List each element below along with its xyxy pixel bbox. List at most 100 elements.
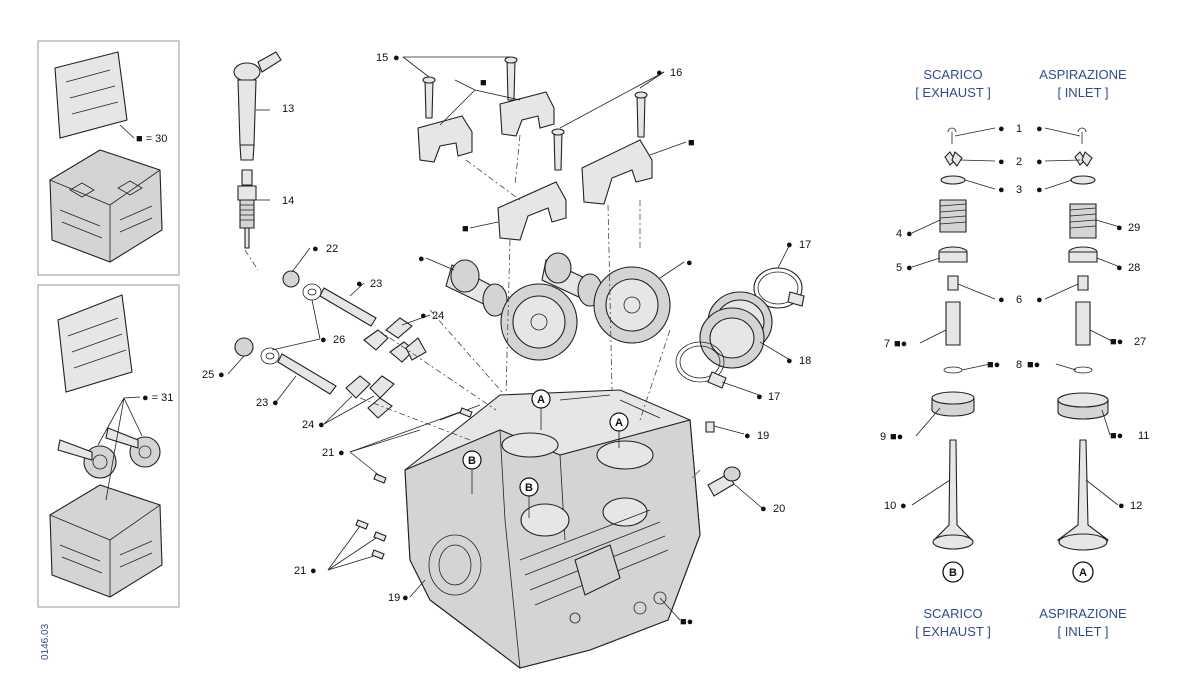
callout-26: 26 bbox=[333, 334, 345, 346]
camshaft-cap-bolts bbox=[422, 56, 648, 171]
svg-text:●: ● bbox=[998, 123, 1005, 135]
callout-leaders bbox=[227, 56, 1121, 621]
callout-6: 6 bbox=[1016, 294, 1022, 306]
kit-label-31: ● = 31 bbox=[142, 392, 173, 404]
svg-text:●: ● bbox=[402, 592, 409, 604]
svg-text:●: ● bbox=[906, 228, 913, 240]
callout-19-b: 19 bbox=[388, 592, 400, 604]
callout-27: 27 bbox=[1134, 336, 1146, 348]
callout-28: 28 bbox=[1128, 262, 1140, 274]
cylinder-head bbox=[404, 389, 701, 669]
title-exhaust-top-en: [ EXHAUST ] bbox=[915, 85, 991, 100]
circle-letter-B-2: B bbox=[519, 477, 539, 518]
svg-text:A: A bbox=[1079, 567, 1087, 579]
callout-3: 3 bbox=[1016, 184, 1022, 196]
title-inlet-bottom-it: ASPIRAZIONE bbox=[1039, 606, 1127, 621]
svg-text:●: ● bbox=[272, 397, 279, 409]
callout-8: 8 bbox=[1016, 359, 1022, 371]
callout-24-a: 24 bbox=[432, 310, 444, 322]
svg-text:B: B bbox=[525, 482, 533, 494]
callout-25: 25 bbox=[202, 369, 214, 381]
circle-letter-A-valve: A bbox=[1072, 561, 1094, 583]
callout-13: 13 bbox=[282, 103, 294, 115]
callout-21-b: 21 bbox=[294, 565, 306, 577]
sheet-code: 0146.03 bbox=[40, 623, 51, 660]
svg-text:■●: ■● bbox=[894, 338, 907, 350]
callout-24-b: 24 bbox=[302, 419, 314, 431]
kit-label-30: ■ = 30 bbox=[136, 133, 167, 145]
svg-text:●: ● bbox=[338, 447, 345, 459]
svg-text:●: ● bbox=[744, 430, 751, 442]
spark-plug bbox=[237, 169, 270, 249]
svg-text:●: ● bbox=[656, 67, 663, 79]
kit-box-30: ■ = 30 bbox=[37, 40, 180, 276]
callout-29: 29 bbox=[1128, 222, 1140, 234]
cylinder-head-thumb-icon bbox=[49, 484, 163, 598]
plug-19-small bbox=[705, 421, 715, 433]
svg-text:●: ● bbox=[320, 334, 327, 346]
callout-19-a: 19 bbox=[757, 430, 769, 442]
cylinder-head-thumb-icon bbox=[49, 149, 163, 263]
svg-text:●: ● bbox=[1036, 294, 1043, 306]
callout-22: 22 bbox=[326, 243, 338, 255]
svg-text:●: ● bbox=[1036, 156, 1043, 168]
title-inlet-top-en: [ INLET ] bbox=[1057, 85, 1108, 100]
svg-text:B: B bbox=[468, 455, 476, 467]
svg-text:A: A bbox=[537, 394, 545, 406]
svg-text:●: ● bbox=[1116, 222, 1123, 234]
svg-text:■●: ■● bbox=[987, 359, 1000, 371]
callout-9: 9 bbox=[880, 431, 886, 443]
svg-text:■: ■ bbox=[480, 77, 487, 89]
svg-text:●: ● bbox=[418, 253, 425, 265]
callout-14: 14 bbox=[282, 195, 294, 207]
dowel-pins bbox=[355, 407, 473, 560]
callout-1: 1 bbox=[1016, 123, 1022, 135]
svg-text:●: ● bbox=[218, 369, 225, 381]
svg-text:■●: ■● bbox=[680, 616, 693, 628]
callout-labels: 15● ■ ●16 ■ ■ ● ● 13 14 ●22 ●23 ●24 ●26 … bbox=[202, 52, 1149, 628]
callout-12: 12 bbox=[1130, 500, 1142, 512]
callout-23-a: 23 bbox=[370, 278, 382, 290]
callout-15: 15 bbox=[376, 52, 388, 64]
camshaft-inlet bbox=[541, 252, 671, 344]
intake-clamp-upper bbox=[753, 267, 805, 309]
svg-text:●: ● bbox=[310, 565, 317, 577]
svg-text:●: ● bbox=[906, 262, 913, 274]
svg-text:●: ● bbox=[998, 294, 1005, 306]
callout-2: 2 bbox=[1016, 156, 1022, 168]
callout-5: 5 bbox=[896, 262, 902, 274]
callout-16: 16 bbox=[670, 67, 682, 79]
svg-text:●: ● bbox=[1116, 262, 1123, 274]
svg-text:A: A bbox=[615, 417, 623, 429]
kit-box-31: ● = 31 bbox=[37, 284, 180, 608]
svg-text:●: ● bbox=[998, 156, 1005, 168]
camshaft-exhaust bbox=[445, 259, 578, 361]
svg-text:●: ● bbox=[1036, 184, 1043, 196]
svg-text:●: ● bbox=[786, 355, 793, 367]
callout-18: 18 bbox=[799, 355, 811, 367]
intake-manifold bbox=[699, 291, 773, 369]
oil-plug-20 bbox=[707, 466, 741, 497]
svg-text:●: ● bbox=[756, 391, 763, 403]
svg-text:●: ● bbox=[1118, 500, 1125, 512]
svg-text:●: ● bbox=[318, 419, 325, 431]
title-exhaust-bottom-it: SCARICO bbox=[923, 606, 982, 621]
circle-letter-A-2: A bbox=[609, 412, 629, 448]
valve-train-exhaust bbox=[931, 127, 975, 550]
svg-text:B: B bbox=[949, 567, 957, 579]
camshaft-caps bbox=[417, 91, 653, 241]
intake-clamp-lower bbox=[675, 341, 727, 389]
svg-text:■: ■ bbox=[462, 223, 469, 235]
callout-7: 7 bbox=[884, 338, 890, 350]
svg-text:●: ● bbox=[312, 243, 319, 255]
svg-text:■●: ■● bbox=[1027, 359, 1040, 371]
callout-17-b: 17 bbox=[768, 391, 780, 403]
svg-text:●: ● bbox=[1036, 123, 1043, 135]
circle-letter-B-valve: B bbox=[942, 561, 964, 583]
circle-letter-B-1: B bbox=[462, 450, 482, 494]
svg-text:●: ● bbox=[356, 278, 363, 290]
alignment-lines bbox=[244, 134, 701, 481]
valve-train-inlet bbox=[1057, 127, 1109, 551]
callout-17-a: 17 bbox=[799, 239, 811, 251]
title-exhaust-bottom-en: [ EXHAUST ] bbox=[915, 624, 991, 639]
